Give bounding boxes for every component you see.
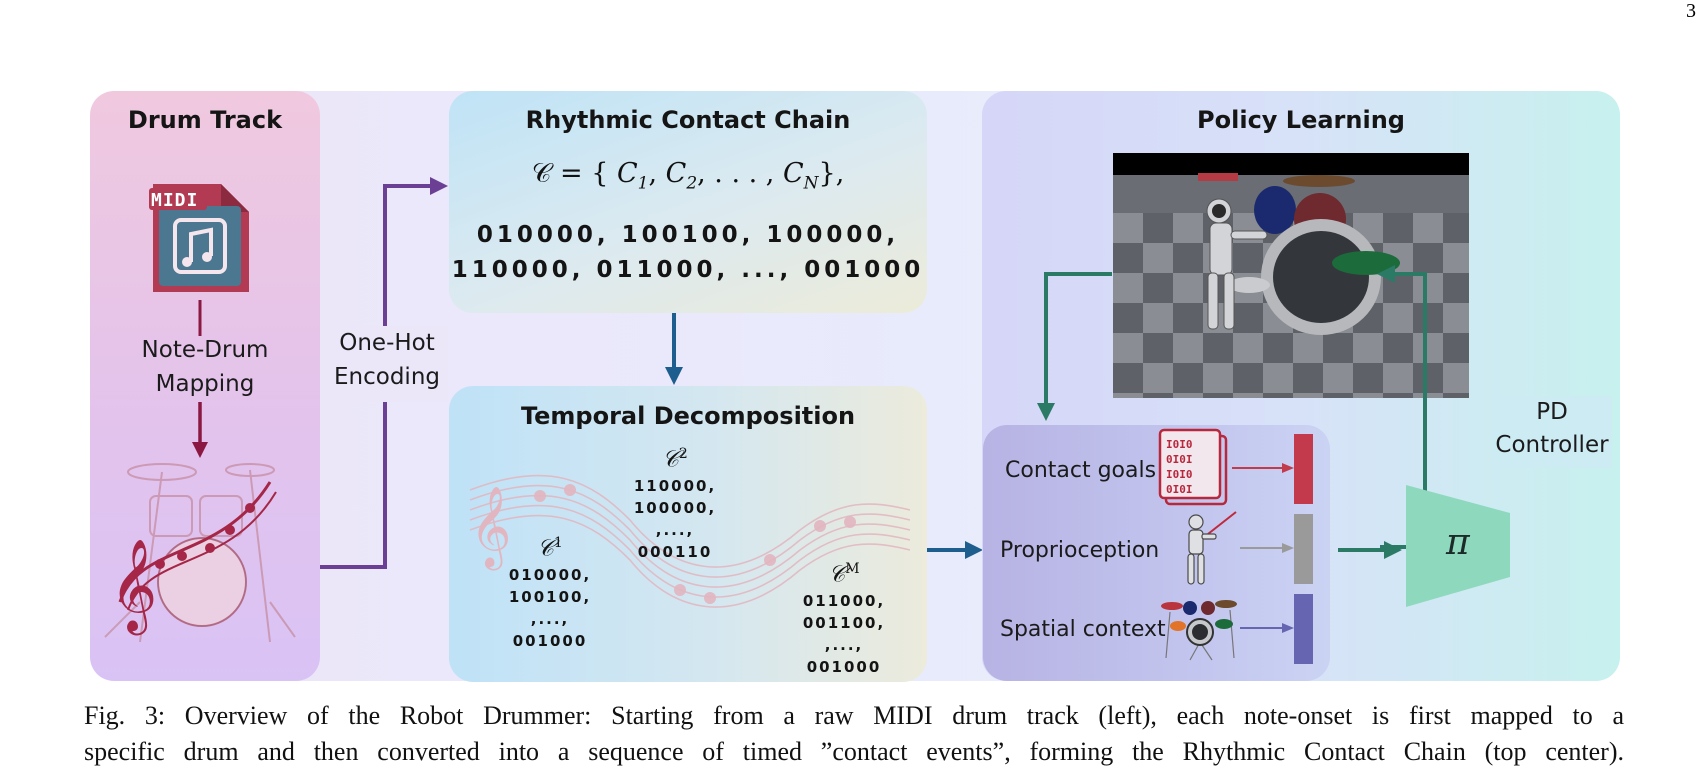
policy-learning-title: Policy Learning bbox=[1197, 106, 1405, 134]
contact-chain-panel bbox=[449, 91, 927, 313]
music-staff-decoration: 𝄞 bbox=[469, 474, 911, 608]
midi-file-icon bbox=[149, 184, 249, 292]
subchain-cm: 𝒞M 011000, 001100, ,..., 001000 bbox=[794, 554, 894, 678]
proprioception-label: Proprioception bbox=[1000, 538, 1160, 563]
contact-chain-title: Rhythmic Contact Chain bbox=[525, 106, 851, 134]
connector-line bbox=[198, 300, 202, 336]
to-policy-arrow bbox=[927, 541, 983, 559]
subchain-c2-line: 100000, bbox=[633, 498, 717, 517]
midi-label: MIDI bbox=[151, 190, 199, 211]
formula-sub-1: 1 bbox=[637, 173, 649, 194]
spatial-context-bar bbox=[1294, 594, 1313, 664]
figure-caption: Fig. 3: Overview of the Robot Drummer: S… bbox=[84, 698, 1624, 770]
subchain-c1: 𝒞1 010000, 100100, ,..., 001000 bbox=[500, 528, 600, 652]
temporal-decomposition-title: Temporal Decomposition bbox=[520, 402, 856, 430]
robot-icon bbox=[1187, 511, 1237, 585]
svg-text:I0I0: I0I0 bbox=[1166, 438, 1193, 451]
temporal-decomposition-panel bbox=[449, 386, 927, 682]
decompose-arrow bbox=[665, 313, 683, 385]
encoding-line-1: One-Hot bbox=[339, 330, 435, 356]
formula-lhs: 𝒞 bbox=[531, 158, 552, 189]
contact-goals-label: Contact goals bbox=[1005, 458, 1157, 483]
subchain-c2-line: 000110 bbox=[637, 542, 713, 561]
subchain-c2-label: 𝒞2 bbox=[662, 446, 688, 473]
pd-controller-label: PD Controller bbox=[1492, 396, 1612, 468]
subchain-c1-line: 001000 bbox=[512, 631, 588, 650]
mapping-arrow bbox=[192, 402, 208, 458]
subchain-c1-line: 100100, bbox=[508, 587, 592, 606]
encoding-label: One-Hot Encoding bbox=[326, 326, 448, 402]
subchain-c1-line: ,..., bbox=[530, 609, 570, 628]
mapping-line-2: Mapping bbox=[155, 371, 255, 397]
mapping-label: Note-Drum Mapping bbox=[120, 333, 290, 401]
caption-line-1: Fig. 3: Overview of the Robot Drummer: S… bbox=[84, 701, 1624, 730]
chain-row-2: 110000, 011000, ..., 001000 bbox=[451, 257, 925, 283]
svg-text:𝄞: 𝄞 bbox=[470, 485, 511, 570]
drum-track-title: Drum Track bbox=[127, 106, 283, 134]
subchain-c2-line: 110000, bbox=[633, 476, 717, 495]
policy-symbol: π bbox=[1446, 522, 1470, 563]
subchain-c2: 𝒞2 110000, 100000, ,..., 000110 bbox=[625, 439, 725, 563]
subchain-cm-line: ,..., bbox=[824, 635, 864, 654]
subchain-c1-sup: 1 bbox=[553, 535, 563, 551]
subchain-cm-sup: M bbox=[845, 561, 860, 577]
caption-line-2: specific drum and then converted into a … bbox=[84, 737, 1624, 766]
contact-goals-icon: I0I0 0I0I I0I0 0I0I bbox=[1158, 428, 1228, 506]
policy-network-shape bbox=[1406, 485, 1510, 607]
svg-text:0I0I: 0I0I bbox=[1166, 453, 1193, 466]
spatial-context-label: Spatial context bbox=[1000, 617, 1166, 642]
subchain-cm-label: 𝒞M bbox=[828, 561, 860, 588]
pd-line-2: Controller bbox=[1495, 432, 1609, 458]
formula-sub-2: 2 bbox=[686, 173, 698, 194]
subchain-cm-line: 001000 bbox=[806, 657, 882, 676]
svg-text:0I0I: 0I0I bbox=[1166, 483, 1193, 496]
formula-sub-n: N bbox=[803, 173, 819, 194]
subchain-cm-line: 001100, bbox=[802, 613, 886, 632]
page-number: 3 bbox=[1686, 0, 1696, 22]
proprioception-bar bbox=[1294, 514, 1313, 584]
svg-text:𝄞: 𝄞 bbox=[110, 538, 157, 635]
proprioception-arrow bbox=[1240, 543, 1294, 553]
svg-text:I0I0: I0I0 bbox=[1166, 468, 1193, 481]
spatial-context-arrow bbox=[1240, 623, 1294, 633]
subchain-c2-sup: 2 bbox=[678, 446, 688, 462]
mapping-line-1: Note-Drum bbox=[141, 337, 269, 363]
chain-formula: 𝒞 = { C1, C2, . . . , CN}, bbox=[531, 158, 845, 194]
drum-kit-icon: 𝄞 bbox=[104, 463, 296, 643]
to-network-arrow bbox=[1338, 541, 1402, 559]
subchain-c1-label: 𝒞1 bbox=[537, 535, 563, 562]
drum-kit-small-icon bbox=[1161, 600, 1237, 661]
contact-goals-bar bbox=[1294, 434, 1313, 504]
subchain-c2-line: ,..., bbox=[655, 520, 695, 539]
encoding-line-2: Encoding bbox=[334, 364, 440, 390]
simulation-render bbox=[1113, 153, 1469, 398]
pd-line-1: PD bbox=[1536, 399, 1568, 425]
chain-row-1: 010000, 100100, 100000, bbox=[476, 222, 900, 248]
subchain-cm-line: 011000, bbox=[802, 591, 886, 610]
pd-feedback-loop bbox=[1377, 265, 1427, 549]
subchain-c1-line: 010000, bbox=[508, 565, 592, 584]
observation-arrow bbox=[1037, 272, 1112, 421]
contact-goals-arrow bbox=[1232, 463, 1294, 473]
